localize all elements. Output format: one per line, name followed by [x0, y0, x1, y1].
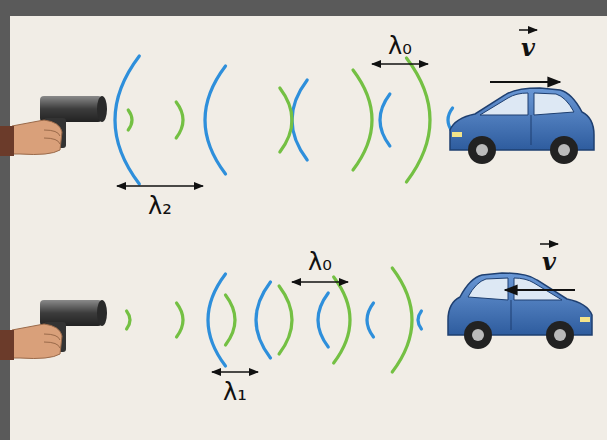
wave-front — [280, 88, 292, 152]
wave-front — [418, 311, 421, 329]
wave-front — [380, 94, 390, 146]
wave-front — [127, 311, 130, 329]
wavelength-label: λ₀ — [388, 34, 412, 58]
wavelength-label: λ₂ — [148, 194, 172, 218]
wave-front — [128, 110, 132, 130]
wave-front — [279, 286, 292, 354]
wave-front — [205, 66, 226, 174]
wave-front — [208, 274, 225, 366]
wave-front — [292, 80, 307, 160]
velocity-label: v — [521, 36, 535, 60]
wavelength-label: λ₀ — [308, 250, 332, 274]
wave-front — [115, 56, 139, 184]
velocity-label: v — [542, 250, 556, 274]
wave-front — [353, 70, 372, 170]
wave-front — [318, 293, 328, 347]
wave-front — [176, 102, 183, 138]
wave-front — [406, 58, 430, 182]
wave-front — [367, 303, 373, 337]
wave-front — [226, 295, 236, 345]
wave-front — [256, 282, 270, 358]
wave-front — [392, 268, 412, 372]
wavelength-label: λ₁ — [223, 380, 247, 404]
wave-front — [177, 303, 183, 337]
wave-front — [334, 277, 350, 363]
